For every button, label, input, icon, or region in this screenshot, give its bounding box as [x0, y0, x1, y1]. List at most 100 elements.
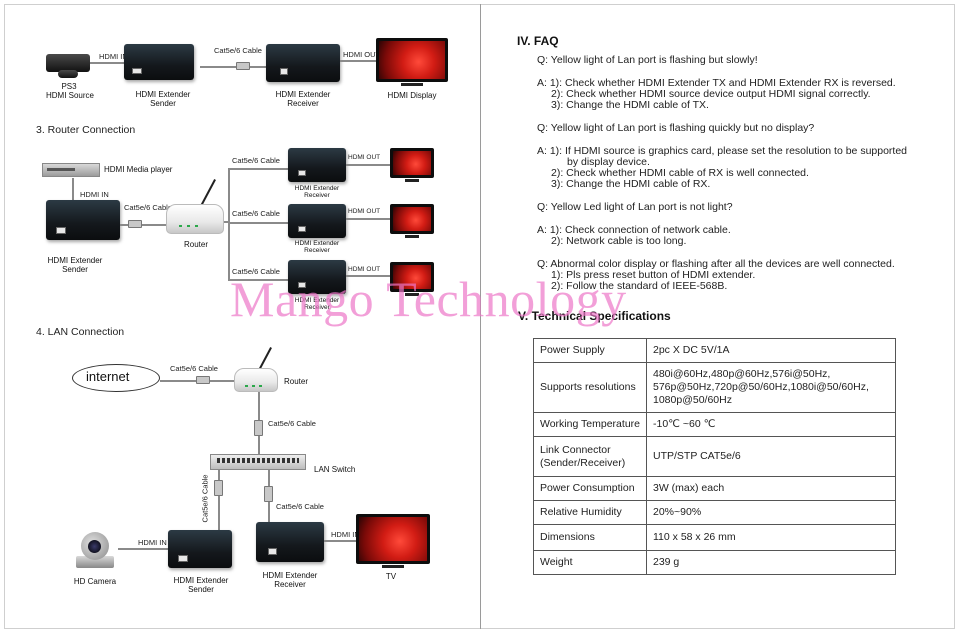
ps3-console-icon [46, 54, 90, 72]
extender-receiver-device-branch-2 [288, 204, 346, 238]
branch-3-cable-label: Cat5e/6 Cable [232, 267, 280, 276]
hdmi-in-label-router: HDMI IN [80, 190, 109, 199]
spec-key: Relative Humidity [533, 500, 647, 525]
cable-label-receiver: Cat5e/6 Cable [276, 502, 324, 511]
extender-sender-device-lan [168, 530, 232, 568]
faq-line: 2): Check whether HDMI cable of RX is we… [551, 167, 809, 179]
hdmi-cable-camera [118, 548, 170, 550]
spec-value: 110 x 58 x 26 mm [646, 524, 896, 551]
branch-3-hdmi-out: HDMI OUT [348, 266, 381, 273]
spec-key: Power Supply [533, 338, 647, 363]
cable-switch-receiver [268, 470, 270, 536]
spec-value: 20%~90% [646, 500, 896, 525]
router-icon [166, 204, 224, 234]
sender-label-lan: HDMI Extender Sender [173, 576, 229, 594]
hdmi-in-label-camera: HDMI IN [138, 538, 167, 547]
faq-line: Q: Yellow Led light of Lan port is not l… [537, 201, 733, 213]
spec-key: Working Temperature [533, 412, 647, 437]
lan-switch-icon [210, 454, 306, 470]
cable-label-top: Cat5e/6 Cable [214, 46, 262, 55]
faq-line: by display device. [567, 156, 650, 168]
router-label: Router [183, 240, 208, 249]
receiver-label-branch-1: HDMI Extender Receiver [294, 185, 340, 199]
faq-line: 1): Pls press reset button of HDMI exten… [551, 269, 756, 281]
faq-line: Q: Yellow light of Lan port is flashing … [537, 122, 815, 134]
network-cable-top [200, 66, 266, 68]
tv-icon [356, 514, 430, 568]
cable-label-sender: Cat5e/6 Cable [200, 474, 210, 523]
extender-sender-device-top [124, 44, 194, 80]
extender-receiver-device-branch-1 [288, 148, 346, 182]
branch-2-hdmi-out: HDMI OUT [348, 208, 381, 215]
faq-line: A: 1): If HDMI source is graphics card, … [537, 145, 908, 157]
display-icon-branch-2 [390, 204, 434, 238]
internet-cloud-icon [72, 364, 160, 392]
branch-trunk [228, 168, 230, 280]
sender-label-top: HDMI Extender Sender [135, 90, 191, 108]
receiver-label-branch-3: HDMI Extender Receiver [294, 297, 340, 311]
spec-row: Link Connector (Sender/Receiver)UTP/STP … [533, 436, 896, 477]
spec-value: 3W (max) each [646, 476, 896, 501]
spec-key: Dimensions [533, 524, 647, 551]
spec-value: 2pc X DC 5V/1A [646, 338, 896, 363]
media-player-icon [42, 163, 100, 177]
hdmi-in-label-tv: HDMI IN [331, 530, 360, 539]
receiver-label-branch-2: HDMI Extender Receiver [294, 240, 340, 254]
spec-key: Weight [533, 550, 647, 575]
spec-row: Working Temperature-10℃ ~60 ℃ [533, 412, 896, 437]
faq-line: 2): Follow the standard of IEEE-568B. [551, 280, 728, 292]
page-frame [4, 4, 955, 629]
hdmi-out-cable-top [340, 60, 378, 62]
faq-line: 2): Check whether HDMI source device out… [551, 88, 871, 100]
ps3-label: PS3 [61, 82, 77, 91]
faq-line: 2): Network cable is too long. [551, 235, 687, 247]
cable-label-router-switch: Cat5e/6 Cable [268, 419, 316, 428]
spec-value: 239 g [646, 550, 896, 575]
hdmi-cable-top [90, 62, 128, 64]
receiver-label-top: HDMI Extender Receiver [275, 90, 331, 108]
sender-label-router: HDMI Extender Sender [47, 256, 103, 274]
faq-title: IV. FAQ [517, 34, 559, 48]
hdmi-display-label: HDMI Display [387, 91, 437, 100]
hd-camera-icon [72, 530, 118, 570]
extender-receiver-device-branch-3 [288, 260, 346, 294]
spec-key: Link Connector (Sender/Receiver) [533, 436, 647, 477]
media-player-label: HDMI Media player [104, 165, 173, 174]
tv-label: TV [385, 572, 397, 581]
branch-2-cable-label: Cat5e/6 Cable [232, 209, 280, 218]
watermark-text: Mango Technology [230, 271, 627, 327]
spec-key: Power Consumption [533, 476, 647, 501]
display-icon-branch-3 [390, 262, 434, 296]
branch-1-cable-label: Cat5e/6 Cable [232, 156, 280, 165]
faq-line: A: 1): Check connection of network cable… [537, 224, 731, 236]
hdmi-display-icon [376, 38, 448, 86]
display-icon-branch-1 [390, 148, 434, 182]
hdmi-cable-router [72, 178, 74, 204]
spec-value: -10℃ ~60 ℃ [646, 412, 896, 437]
hdmi-out-label-top: HDMI OUT [343, 50, 381, 59]
router-section-title: 3. Router Connection [36, 124, 136, 136]
hdmi-cable-tv [324, 540, 358, 542]
faq-line: 3): Change the HDMI cable of TX. [551, 99, 709, 111]
internet-label: internet [86, 369, 130, 384]
hdmi-in-label-top: HDMI IN [99, 52, 128, 61]
spec-key: Supports resolutions [533, 362, 647, 413]
branch-1-hdmi-out: HDMI OUT [348, 154, 381, 161]
specs-title: V. Technical Specifications [518, 309, 671, 323]
cable-sender-router [120, 224, 172, 226]
lan-router-icon [234, 368, 278, 392]
cable-switch-sender [218, 470, 220, 538]
lan-switch-label: LAN Switch [314, 465, 356, 474]
hdmi-source-label: HDMI Source [45, 91, 94, 100]
receiver-label-lan: HDMI Extender Receiver [262, 571, 318, 589]
faq-line: Q: Yellow light of Lan port is flashing … [537, 54, 758, 66]
branch-1-cable [228, 168, 290, 170]
extender-receiver-device-top [266, 44, 340, 82]
branch-2-cable [228, 222, 290, 224]
